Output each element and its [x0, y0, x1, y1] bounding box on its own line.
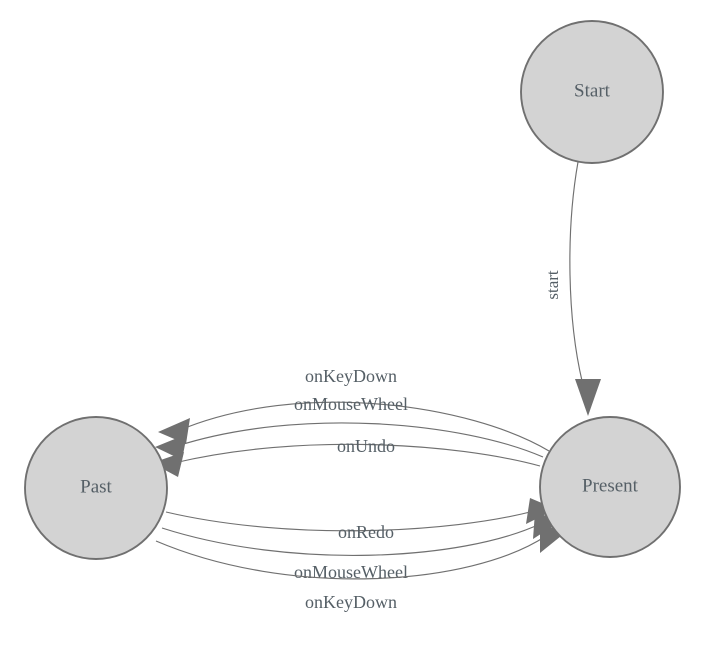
- edge-onwheel-up-path: [176, 422, 544, 458]
- node-past-circle: [24, 416, 168, 560]
- edge-onwheel-up-label: onMouseWheel: [294, 394, 408, 414]
- edge-onwheel-dn-label: onMouseWheel: [294, 562, 408, 582]
- edge-onundo-arrowhead: [152, 452, 184, 477]
- edge-onwheel-up-arrowhead: [155, 434, 187, 460]
- edge-onundo-label: onUndo: [337, 436, 395, 456]
- edge-onredo-label: onRedo: [338, 522, 394, 542]
- node-start[interactable]: Start: [520, 20, 664, 164]
- edge-onkeydown-dn-label: onKeyDown: [305, 592, 397, 612]
- edge-start[interactable]: start: [543, 161, 601, 416]
- edge-onkeydown-up-path: [179, 401, 550, 452]
- edge-onkeydown-past-to-present[interactable]: onKeyDown: [155, 524, 566, 612]
- edge-onredo-path: [165, 510, 535, 532]
- edge-start-arrowhead: [575, 379, 601, 416]
- node-start-label: Start: [574, 80, 611, 101]
- node-present[interactable]: Present: [539, 416, 681, 558]
- node-past[interactable]: Past: [24, 416, 168, 560]
- edge-onundo-path: [173, 443, 541, 467]
- node-present-circle: [539, 416, 681, 558]
- nodes-layer: Start Past Present: [24, 20, 681, 560]
- edge-onredo-arrowhead: [526, 498, 556, 524]
- edges-layer: start onKeyDown onMouseWheel onUndo: [152, 161, 601, 612]
- edge-start-label: start: [543, 270, 562, 300]
- edge-onredo-past-to-present[interactable]: onRedo: [165, 498, 556, 542]
- edge-onkeydown-up-label: onKeyDown: [305, 366, 397, 386]
- edge-onwheel-dn-path: [161, 523, 541, 556]
- node-past-label: Past: [80, 476, 112, 497]
- edge-onmousewheel-present-to-past[interactable]: onMouseWheel: [155, 394, 544, 460]
- node-start-circle: [520, 20, 664, 164]
- edge-onundo-present-to-past[interactable]: onUndo: [152, 436, 541, 477]
- edge-start-path: [569, 161, 584, 386]
- node-present-label: Present: [582, 475, 639, 496]
- edge-onkeydown-dn-path: [155, 535, 547, 580]
